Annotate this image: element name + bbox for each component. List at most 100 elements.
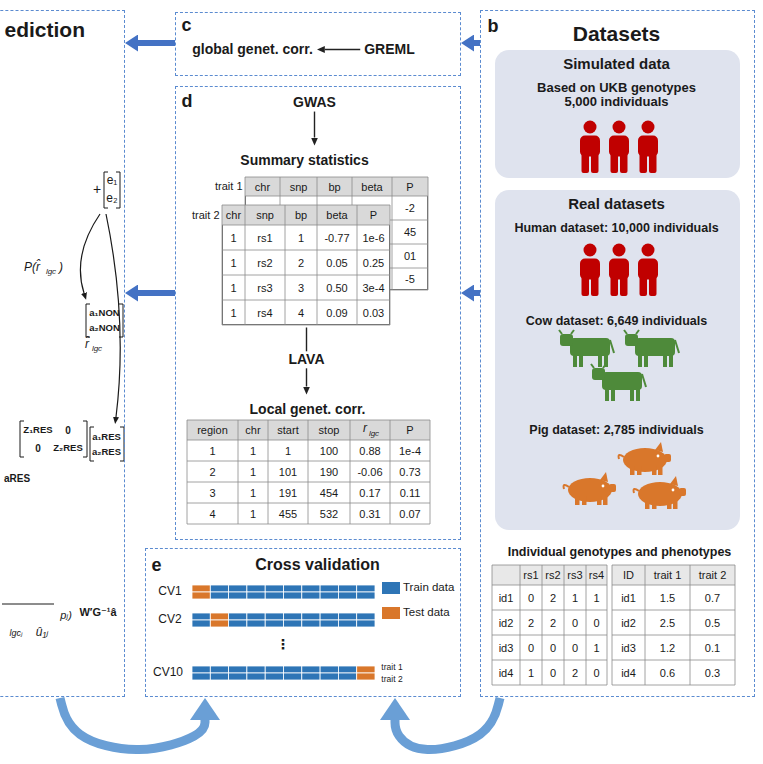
- table-cell: trait 1: [654, 569, 682, 581]
- formula-fragment: ): [59, 261, 63, 274]
- panel-arrow: [138, 290, 175, 296]
- person-leg: [620, 276, 628, 296]
- fold-cell: [338, 592, 356, 599]
- fold-cell: [357, 585, 375, 592]
- table-cell: lgc: [369, 430, 379, 439]
- fold-cell: [265, 673, 283, 680]
- fold-cell: [192, 673, 210, 680]
- fold-cell: [320, 592, 338, 599]
- pig-snout: [664, 454, 671, 462]
- table-rule: [237, 420, 238, 524]
- pig-eye: [671, 488, 674, 491]
- panel-box: cglobal genet. corr.GREML: [175, 12, 461, 76]
- node-heading: GREML: [364, 41, 415, 57]
- fold-cell: [247, 666, 265, 673]
- pig-leg: [658, 466, 663, 475]
- pig-icon: [618, 442, 670, 475]
- table-cell: 1: [285, 444, 291, 456]
- table-rule: [612, 684, 735, 685]
- table-cell: 0.05: [326, 256, 347, 268]
- pig-tail: [618, 454, 623, 458]
- pig-eye: [656, 454, 659, 457]
- table-cell: 100: [320, 444, 338, 456]
- legend-text: Train data: [403, 581, 454, 594]
- formula-fragment: e₁: [107, 174, 118, 187]
- node-heading: e: [152, 554, 162, 575]
- formula-fragment: a₂NON: [89, 323, 120, 333]
- fold-cell: [192, 620, 210, 627]
- person-head: [612, 120, 625, 133]
- table-cell: 1: [230, 306, 236, 318]
- node-text: Human dataset: 10,000 individuals: [514, 220, 718, 234]
- table-cell: 190: [320, 465, 338, 477]
- cow-icon: [624, 330, 679, 367]
- cow-leg: [638, 354, 642, 367]
- node-heading: b: [488, 15, 499, 36]
- person-head: [583, 120, 596, 133]
- table-cell: id3: [499, 641, 514, 653]
- node-text: Pig dataset: 2,785 individuals: [529, 422, 703, 436]
- dataset-box: Simulated dataBased on UKB genotypes 5,0…: [495, 50, 740, 178]
- table-cell: 0.17: [359, 486, 380, 498]
- table-rule: [187, 439, 430, 440]
- table-cell: 101: [279, 465, 297, 477]
- table-cell: 0: [528, 591, 534, 603]
- table-cell: stop: [319, 424, 340, 436]
- node-heading: trait 2: [192, 208, 220, 221]
- table-cell: snp: [290, 180, 308, 192]
- table-rule: [222, 249, 390, 250]
- table-rule: [644, 565, 645, 685]
- formula-fragment: Z₁RES: [23, 425, 52, 435]
- cow-tail: [610, 340, 614, 353]
- table-cell: 0.31: [359, 507, 380, 519]
- fold-cell: [229, 592, 247, 599]
- person-leg: [581, 153, 589, 173]
- cow-horns: [559, 330, 574, 334]
- table-cell: 0.25: [363, 256, 384, 268]
- formula-fragment: W′G⁻¹â: [79, 606, 116, 618]
- table-cell: 0.6: [660, 666, 675, 678]
- person-leg: [591, 276, 599, 296]
- table-header-fill: [222, 205, 390, 225]
- table-cell: trait 2: [381, 675, 402, 684]
- table-cell: rs1: [523, 569, 538, 581]
- table-cell: 0: [572, 641, 578, 653]
- table-cell: -2: [405, 202, 415, 214]
- fold-cell: [357, 592, 375, 599]
- person-icon: [580, 243, 600, 296]
- table-cell: 2: [528, 616, 534, 628]
- cow-tail: [642, 374, 646, 387]
- node-text: Based on UKB genotypes 5,000 individuals: [522, 81, 712, 111]
- person-icon: [580, 120, 600, 173]
- table-cell: id2: [621, 616, 636, 628]
- table-cell: P: [406, 424, 413, 436]
- cow-head: [560, 334, 573, 346]
- table-cell: 0.03: [363, 306, 384, 318]
- table-cell: beta: [326, 209, 347, 221]
- table-rule: [492, 564, 607, 565]
- legend-swatch: [382, 582, 400, 594]
- person-leg: [591, 153, 599, 173]
- table-rule: [563, 565, 564, 685]
- person-leg: [581, 276, 589, 296]
- fold-cell: [192, 585, 210, 592]
- fold-cell: [284, 673, 302, 680]
- fold-cell: [284, 666, 302, 673]
- cow-leg: [669, 354, 673, 367]
- table-cell: 1: [250, 507, 256, 519]
- cow-head: [592, 368, 605, 380]
- table-cell: id3: [621, 641, 636, 653]
- panel-box: ediction: [0, 10, 125, 697]
- node-text: Cross validation: [255, 555, 379, 573]
- fold-cell: [247, 613, 265, 620]
- table-cell: trait 1: [381, 663, 402, 672]
- person-head: [641, 243, 654, 256]
- pig-leg: [673, 500, 678, 509]
- table-cell: 0.07: [399, 507, 420, 519]
- table-rule: [187, 460, 430, 461]
- table-cell: rs4: [257, 306, 272, 318]
- fold-cell: [320, 620, 338, 627]
- table-rule: [612, 609, 735, 610]
- cow-leg: [598, 354, 602, 367]
- node-heading: global genet. corr.: [192, 41, 313, 57]
